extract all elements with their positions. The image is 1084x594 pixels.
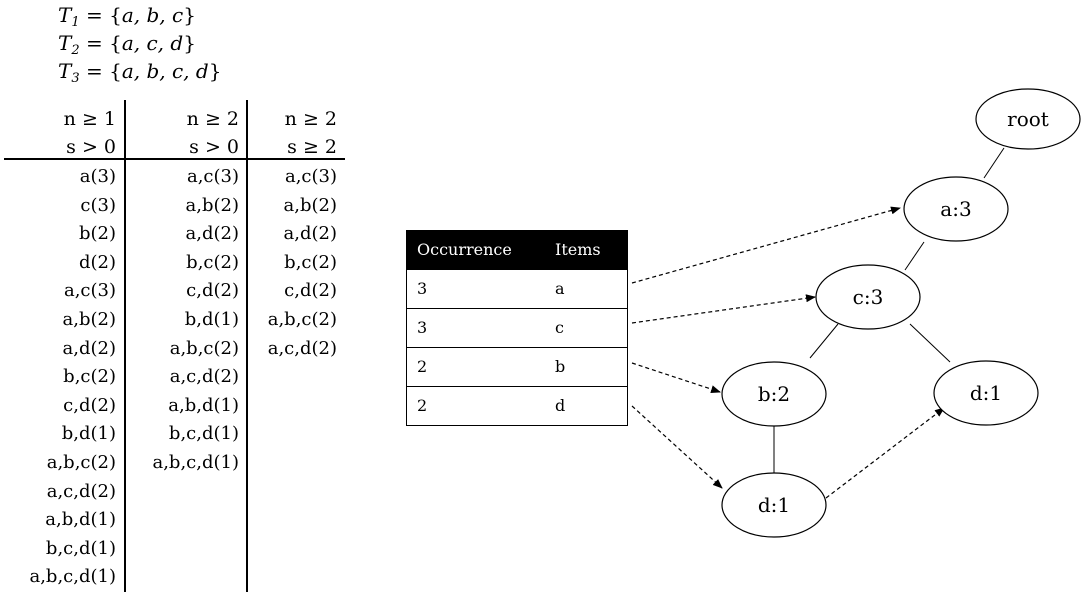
col2-header-s: s > 0 [189,136,239,158]
transaction-set: = {a, c, d} [85,31,196,55]
item-cell: c [555,318,564,337]
col3-header-n: n ≥ 2 [284,108,337,130]
node-link-arrow [631,362,721,393]
item-cell: d [555,396,566,415]
tree-node-root: root [975,88,1081,150]
itemset-cell: a,b,c(2) [267,309,337,330]
transaction-name: T [58,3,72,27]
itemset-cell: b,c,d(1) [45,537,116,559]
itemset-cell: a,b,d(1) [168,394,239,416]
itemset-cell: a,c,d(2) [46,480,116,502]
transaction-t2: T2 = {a, c, d} [58,30,196,64]
itemset-cell: a,c(3) [63,280,116,302]
itemset-cell: a,c(3) [284,166,337,187]
occurrence-cell: 2 [417,357,428,376]
itemset-cell: c,d(2) [63,394,116,416]
itemset-cell: c(3) [80,194,116,216]
transaction-index: 2 [71,43,80,58]
occurrence-table-header: Occurrence Items [407,231,627,269]
itemset-cell: c,d(2) [186,280,239,302]
transaction-index: 1 [71,15,80,30]
column-divider [124,100,126,592]
tree-edge [809,323,839,359]
transaction-items: a, b, c, d [121,59,209,83]
col2-header-n: n ≥ 2 [186,108,239,130]
itemset-cell: b,d(1) [184,309,239,330]
itemset-cell: a,d(2) [185,223,239,245]
table-row: 2 b [407,347,627,386]
node-link-arrow [825,407,945,499]
header-occurrence: Occurrence [417,240,512,259]
itemset-cell: a,d(2) [283,223,337,245]
tree-edge [983,147,1005,179]
node-link-arrow [631,405,723,489]
transaction-set: = {a, b, c, d} [85,59,222,83]
itemset-cell: a,c,d(2) [169,366,239,388]
node-label: a:3 [940,197,971,221]
itemset-cell: a,b,c,d(1) [152,452,239,473]
node-link-arrow [631,294,816,324]
column-divider [246,100,248,592]
occurrence-cell: 2 [417,396,428,415]
occurrence-cell: 3 [417,318,428,337]
node-label: root [1007,107,1049,131]
tree-node-b2: b:2 [721,361,827,427]
table-row: 3 c [407,308,627,347]
itemset-cell: d(2) [78,251,116,273]
header-items: Items [555,240,601,259]
itemset-cell: b,c(2) [63,366,116,388]
transaction-items: a, c, d [121,31,184,55]
itemset-cell: b,c,d(1) [168,423,239,445]
transaction-name: T [58,31,72,55]
itemset-cell: a,b,d(1) [45,509,116,531]
table-row: 3 a [407,269,627,308]
col1-header-n: n ≥ 1 [63,108,116,130]
transaction-name: T [58,59,72,83]
transaction-items: a, b, c [121,3,184,27]
node-link-arrow [631,206,901,284]
itemset-cell: b,c(2) [284,251,337,273]
col1-header-s: s > 0 [66,136,116,158]
itemset-cell: a,b,c(2) [169,337,239,359]
itemset-cell: a,b,c(2) [46,452,116,473]
itemset-cell: b,c(2) [186,251,239,273]
occurrence-cell: 3 [417,279,428,298]
transaction-t1: T1 = {a, b, c} [58,2,196,36]
tree-node-d1-bottom: d:1 [721,472,827,538]
item-cell: a [555,279,565,298]
transaction-index: 3 [71,71,80,86]
node-label: c:3 [853,285,884,309]
itemset-cell: a,b(2) [185,194,239,216]
tree-node-a3: a:3 [903,176,1009,242]
itemset-cell: a,b,c,d(1) [29,566,116,588]
node-label: d:1 [758,493,790,517]
col3-header-s: s ≥ 2 [287,136,337,158]
tree-edge [909,323,951,363]
itemset-cell: b,d(1) [61,423,116,445]
occurrence-table: Occurrence Items 3 a 3 c 2 b 2 d [406,230,628,426]
itemset-cell: a,d(2) [62,337,116,359]
tree-edge [904,241,925,271]
node-label: b:2 [758,382,790,406]
table-row: 2 d [407,386,627,425]
transaction-set: = {a, b, c} [85,3,196,27]
itemset-cell: a(3) [79,166,116,187]
itemset-cell: b(2) [78,223,116,245]
header-divider [4,158,345,160]
itemset-cell: a,c(3) [186,166,239,187]
itemset-cell: a,b(2) [283,194,337,216]
item-cell: b [555,357,566,376]
node-label: d:1 [970,381,1002,405]
itemset-cell: c,d(2) [284,280,337,302]
tree-node-d1-right: d:1 [933,360,1039,426]
transaction-t3: T3 = {a, b, c, d} [58,58,221,92]
itemset-cell: a,b(2) [62,309,116,330]
itemset-cell: a,c,d(2) [267,337,337,359]
tree-node-c3: c:3 [815,264,921,330]
